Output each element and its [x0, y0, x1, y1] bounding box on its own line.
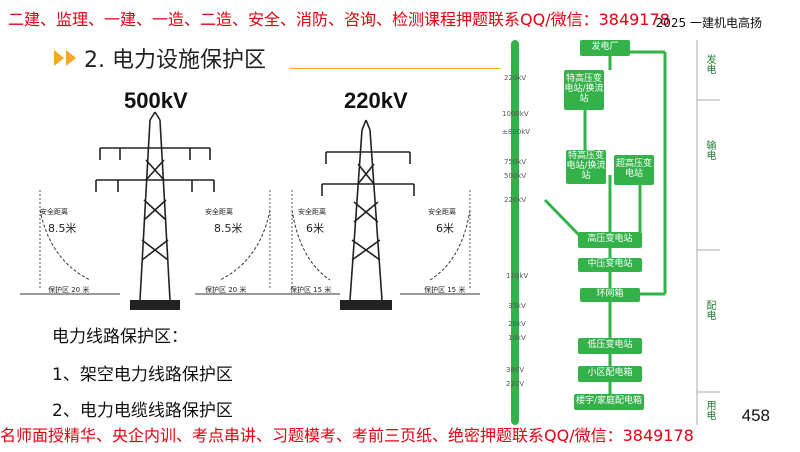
safety-label: 安全距离	[428, 208, 456, 216]
flow-mv-station: 中压变电站	[578, 258, 642, 272]
protection-item-cable: 2、电力电缆线路保护区	[52, 401, 233, 421]
flow-lv-station: 低压变电站	[578, 338, 642, 354]
flow-hv-station: 高压变电站	[578, 232, 642, 248]
voltage-500kv: 500kV	[124, 88, 188, 113]
top-promo-banner: 二建、监理、一建、一造、二造、安全、消防、咨询、检测课程押题联系QQ/微信：38…	[8, 10, 670, 29]
voltage-axis	[511, 40, 519, 425]
kv-label: 380V	[506, 366, 525, 374]
safety-label: 安全距离	[205, 208, 233, 216]
flow-home-box: 楼宇/家庭配电箱	[574, 394, 644, 410]
tower-base	[130, 300, 180, 310]
bottom-promo-banner: 名师面授精华、央企内训、考点串讲、习题模考、考前三页纸、绝密押题联系QQ/微信：…	[0, 426, 694, 445]
protection-zone: 保护区 15 米	[424, 286, 466, 294]
tower-base	[340, 300, 392, 310]
title-underline	[290, 68, 500, 69]
protection-zone: 保护区 20 米	[48, 286, 90, 294]
slide-title: 2. 电力设施保护区	[54, 42, 266, 74]
stage-generation: 发电	[704, 54, 715, 74]
arrow-icon	[54, 50, 64, 66]
safety-distance: 6米	[436, 222, 454, 235]
kv-label: 750kV	[504, 158, 527, 166]
protection-heading: 电力线路保护区：	[52, 327, 188, 347]
kv-label: 220kV	[504, 74, 527, 82]
safety-distance: 6米	[306, 222, 324, 235]
flow-ehv-station: 超高压变电站	[614, 155, 654, 185]
kv-label: 10kV	[508, 334, 526, 342]
page-number: 458	[741, 406, 770, 425]
arrow-icon	[66, 50, 76, 66]
flow-uhv-station: 特高压变电站/换流站	[564, 70, 604, 110]
safety-label: 安全距离	[40, 208, 68, 216]
flow-ring-main: 环网箱	[580, 288, 640, 302]
safety-label: 安全距离	[298, 208, 326, 216]
flow-uhv-station-2: 特高压变电站/换流站	[566, 150, 606, 184]
slide-title-text: 2. 电力设施保护区	[84, 48, 266, 73]
kv-label: 35kV	[508, 302, 526, 310]
protection-item-overhead: 1、架空电力线路保护区	[52, 365, 233, 385]
stage-transmission: 输电	[704, 140, 715, 160]
tower-220kv	[321, 119, 415, 301]
tower-500kv	[95, 111, 215, 301]
kv-label: 220V	[506, 380, 525, 388]
voltage-220kv: 220kV	[344, 88, 408, 113]
safety-distance: 8.5米	[214, 222, 243, 235]
flow-community-box: 小区配电箱	[578, 366, 642, 382]
flow-power-plant: 发电厂	[580, 40, 630, 56]
safety-distance: 8.5米	[48, 222, 77, 235]
protection-zone: 保护区 20 米	[205, 286, 247, 294]
kv-label: ±800kV	[502, 128, 531, 136]
stage-distribution: 配电	[704, 300, 715, 320]
kv-label: 220kV	[504, 196, 527, 204]
kv-label: 20kV	[508, 320, 526, 328]
kv-label: 110kV	[506, 272, 529, 280]
protection-zone: 保护区 15 米	[290, 286, 332, 294]
kv-label: 500kV	[504, 172, 527, 180]
kv-label: 1000kV	[502, 110, 529, 118]
stage-consumption: 用电	[704, 400, 715, 420]
course-label: 2025 一建机电高扬	[655, 16, 762, 30]
